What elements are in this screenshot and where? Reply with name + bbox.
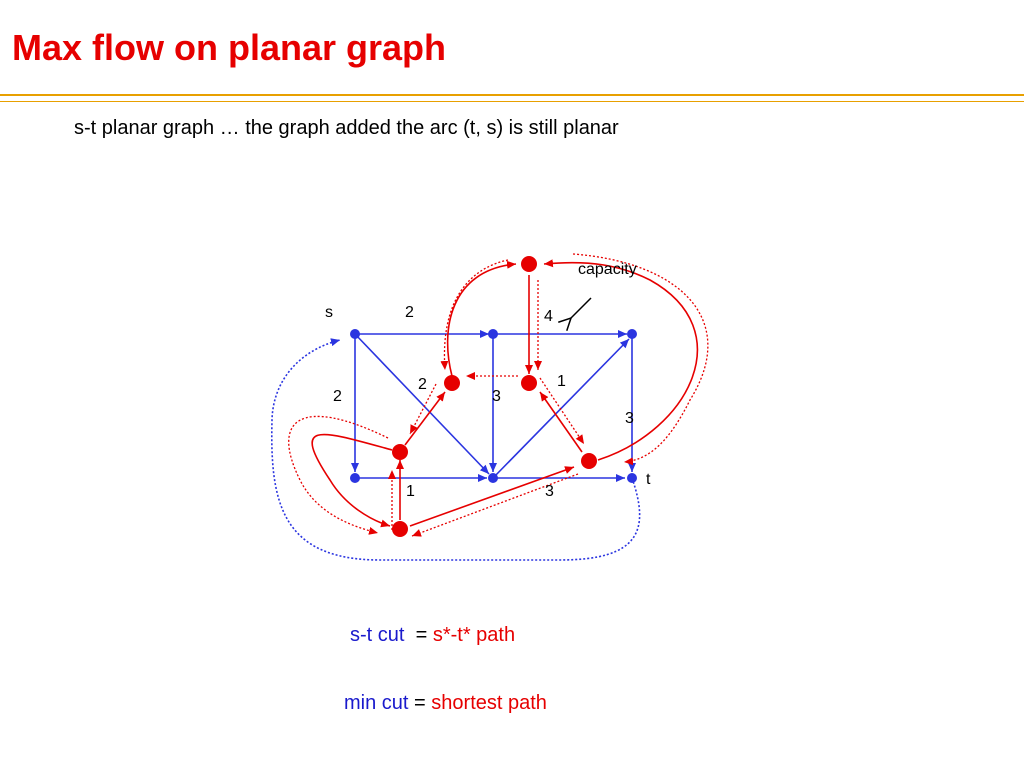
capacity-label: 2: [418, 376, 427, 393]
title-underline-thin: [0, 101, 1024, 102]
caption-dual-path: s*-t* path: [432, 624, 516, 646]
capacity-label: 3: [492, 388, 501, 405]
dual-d6-to-d3: [539, 391, 583, 453]
dual-node-center-right: [521, 375, 537, 391]
edge-s-to-n5: [354, 333, 490, 475]
dual-dot-d3-to-d6: [539, 377, 585, 445]
caption-min-cut: min cut: [344, 692, 409, 714]
node-top-middle: [488, 329, 498, 339]
dual-nodes: [392, 256, 597, 537]
caption-equals: =: [414, 692, 426, 714]
dual-dot-d6-to-d5: [411, 473, 579, 537]
dual-d5-to-d6: [409, 466, 575, 527]
capacity-pointer-arrow: [571, 297, 592, 318]
capacity-label: 3: [545, 483, 554, 500]
label-capacity: capacity: [578, 261, 637, 278]
primal-edges: [270, 330, 641, 561]
node-t: [627, 473, 637, 483]
caption-cut-equals-path: s-t cut = s*-t* path: [350, 624, 515, 647]
capacity-label: 3: [625, 410, 634, 427]
capacity-label: 2: [405, 304, 414, 321]
node-top-right: [627, 329, 637, 339]
dual-node-right: [581, 453, 597, 469]
slide-title: Max flow on planar graph: [12, 27, 447, 68]
primal-nodes: [350, 329, 637, 483]
dual-node-center-left: [444, 375, 460, 391]
dual-dot-d1-to-d2: [440, 259, 509, 371]
dual-d2-to-d1: [446, 260, 517, 377]
label-node-t: t: [646, 471, 651, 488]
dual-solid-edges: [311, 259, 699, 528]
dual-node-left: [392, 444, 408, 460]
capacity-label: 4: [544, 308, 553, 325]
dual-dot-d2-to-d4: [409, 383, 437, 435]
label-node-s: s: [325, 304, 333, 321]
caption-equals: =: [415, 624, 428, 646]
dual-node-top: [521, 256, 537, 272]
caption-mincut-equals-shortest: min cut = shortest path: [344, 692, 547, 715]
node-s: [350, 329, 360, 339]
caption-st-cut: s-t cut: [350, 624, 405, 646]
dual-node-bottom: [392, 521, 408, 537]
title-underline: [0, 94, 1024, 96]
node-bottom-middle: [488, 473, 498, 483]
node-bottom-left: [350, 473, 360, 483]
dual-d6-to-d1: [543, 259, 699, 461]
dual-dot-d1-to-d6: [572, 253, 709, 466]
dual-dotted-edges: [288, 253, 709, 537]
slide-subtitle: s-t planar graph … the graph added the a…: [74, 117, 619, 139]
dual-d4-to-d2: [404, 391, 446, 446]
capacity-label: 1: [406, 483, 415, 500]
dual-d4-to-d5: [311, 433, 393, 528]
diagram-labels: s t capacity 2 4 2 2 3 1 3 1 3: [325, 261, 651, 500]
capacity-label: 1: [557, 373, 566, 390]
dual-dot-d4-to-d5: [288, 415, 389, 535]
caption-shortest-path: shortest path: [431, 692, 547, 714]
capacity-label: 2: [333, 388, 342, 405]
edge-t-to-s-dotted: [270, 338, 641, 561]
